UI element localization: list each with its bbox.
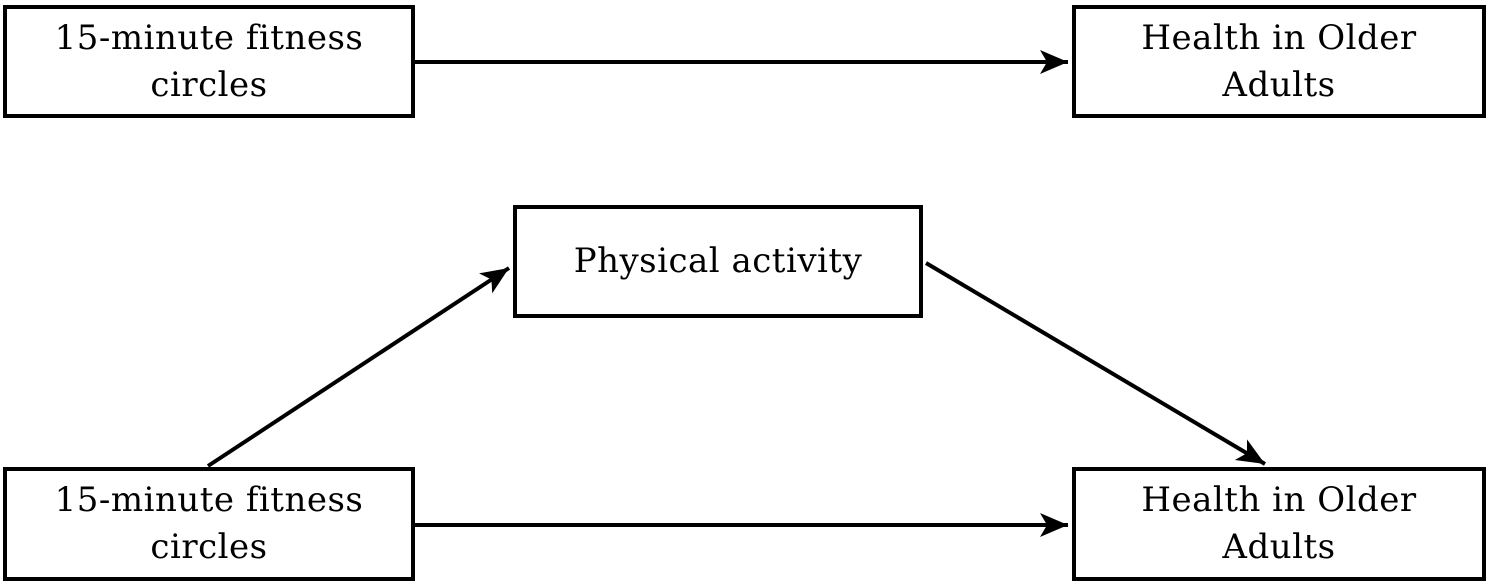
path-a-arrow — [206, 266, 511, 468]
box-label-line: Health in Older — [1141, 480, 1417, 520]
box-predictor-mediation-model: 15-minute fitness circles — [3, 467, 415, 581]
box-outcome-total-model: Health in Older Adults — [1072, 5, 1486, 118]
box-label-line: Health in Older — [1141, 17, 1417, 58]
box-label-line: Adults — [1222, 527, 1336, 567]
box-label-line: 15-minute fitness — [54, 17, 364, 58]
box-label-line: Adults — [1222, 64, 1336, 105]
box-label-line: Physical activity — [573, 241, 863, 281]
path-b-arrow — [924, 261, 1267, 466]
box-label-line: circles — [150, 527, 268, 567]
box-predictor-total-model: 15-minute fitness circles — [3, 5, 415, 118]
box-outcome-mediation-model: Health in Older Adults — [1072, 467, 1486, 581]
box-label-line: 15-minute fitness — [54, 480, 364, 520]
box-mediator: Physical activity — [513, 205, 923, 318]
box-label-line: circles — [150, 64, 268, 105]
